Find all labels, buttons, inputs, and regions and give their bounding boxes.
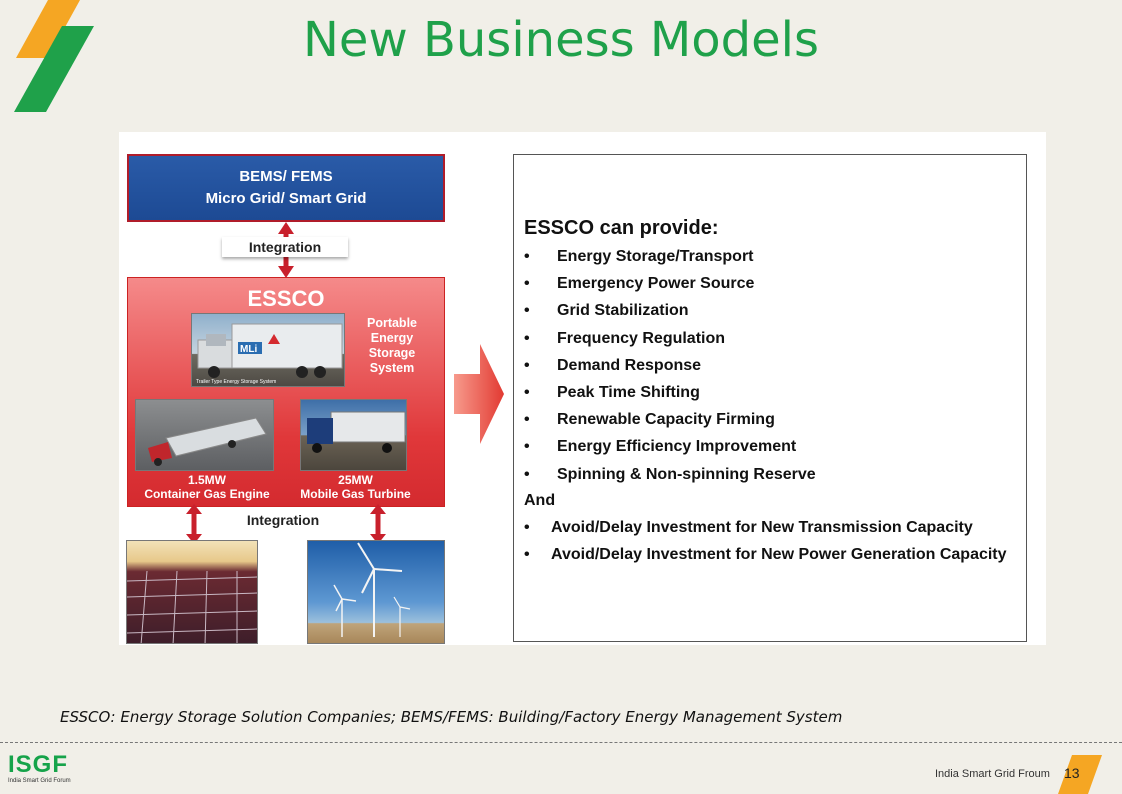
wind-turbine-icon: [333, 542, 411, 637]
footer-slash-icon: [1058, 755, 1102, 794]
and-label: And: [524, 491, 556, 509]
list-item-label: Renewable Capacity Firming: [557, 411, 775, 429]
turbine-type: Mobile Gas Turbine: [300, 487, 411, 501]
list-item: •Avoid/Delay Investment for New Transmis…: [524, 514, 1026, 541]
trailer-caption: Trailer Type Energy Storage System: [196, 379, 277, 385]
bems-line-2: Micro Grid/ Smart Grid: [205, 190, 367, 207]
essco-title: ESSCO: [247, 286, 325, 311]
wind-turbines-photo: [307, 540, 445, 644]
solar-array-icon: [127, 570, 257, 643]
essco-capabilities-box: ESSCO can provide: •Energy Storage/Trans…: [513, 154, 1027, 642]
isgf-slash-logo-icon: [14, 0, 94, 112]
list-item-label: Avoid/Delay Investment for New Power Gen…: [551, 546, 1007, 564]
slide-title: New Business Models: [303, 12, 819, 68]
container-truck-icon: [148, 417, 267, 466]
isgf-logo-text: ISGF: [8, 751, 69, 778]
list-item-label: Energy Storage/Transport: [557, 248, 754, 265]
mobile-gas-turbine-photo: [300, 399, 407, 471]
list-item: •Avoid/Delay Investment for New Power Ge…: [524, 541, 1026, 568]
list-item-label: Emergency Power Source: [557, 275, 755, 293]
container-capacity: 1.5MW: [187, 473, 226, 487]
essco-box: ESSCO MLi Trailer Type Energy Storage Sy…: [127, 277, 445, 507]
list-item-label: Grid Stabilization: [557, 302, 689, 320]
list-item: •Spinning & Non-spinning Reserve: [524, 461, 1026, 488]
list-item: •Demand Response: [524, 352, 1026, 379]
list-item: •Emergency Power Source: [524, 270, 1026, 297]
list-item: •Grid Stabilization: [524, 297, 1026, 324]
container-caption: 1.5MW Container Gas Engine: [134, 473, 280, 501]
container-gas-engine-photo: [135, 399, 274, 471]
list-item-label: Peak Time Shifting: [557, 384, 700, 402]
list-item-label: Frequency Regulation: [557, 329, 726, 347]
integration-right-arrow-icon: [370, 504, 386, 544]
isgf-logo: ISGF India Smart Grid Forum: [8, 751, 71, 785]
footer-divider: [0, 742, 1122, 743]
page-number: 13: [1064, 765, 1080, 781]
integration-bottom-label: Integration: [246, 512, 320, 528]
trailer-storage-photo: MLi Trailer Type Energy Storage System: [191, 313, 345, 387]
portable-storage-label: Portable Energy Storage System: [366, 316, 417, 375]
list-item: •Renewable Capacity Firming: [524, 406, 1026, 433]
essco-sub-items-list: •Avoid/Delay Investment for New Transmis…: [524, 514, 1026, 568]
essco-items-list: •Energy Storage/Transport •Emergency Pow…: [524, 243, 1026, 488]
bems-fems-box: BEMS/ FEMS Micro Grid/ Smart Grid: [127, 154, 445, 222]
list-item: •Peak Time Shifting: [524, 379, 1026, 406]
list-item-label: Energy Efficiency Improvement: [557, 438, 797, 456]
list-item-label: Avoid/Delay Investment for New Transmiss…: [551, 518, 973, 536]
solar-panels-photo: [126, 540, 258, 644]
integration-left-arrow-icon: [186, 504, 202, 544]
bems-line-1: BEMS/ FEMS: [239, 168, 333, 185]
diagram-panel: BEMS/ FEMS Micro Grid/ Smart Grid Integr…: [119, 132, 1046, 645]
svg-text:MLi: MLi: [240, 344, 257, 355]
turbine-truck-icon: [307, 411, 406, 453]
integration-top-label: Integration: [222, 237, 348, 257]
forum-name: India Smart Grid Froum: [935, 768, 1050, 780]
list-item: •Frequency Regulation: [524, 325, 1026, 352]
trailer-illustration-icon: MLi: [197, 323, 343, 378]
turbine-capacity: 25MW: [338, 473, 373, 487]
footnote: ESSCO: Energy Storage Solution Companies…: [60, 708, 843, 726]
list-item-label: Spinning & Non-spinning Reserve: [557, 465, 816, 483]
turbine-caption: 25MW Mobile Gas Turbine: [293, 473, 418, 501]
big-right-arrow-icon: [454, 344, 504, 444]
isgf-logo-subtitle: India Smart Grid Forum: [8, 778, 71, 784]
list-item: •Energy Efficiency Improvement: [524, 433, 1026, 460]
essco-list-heading: ESSCO can provide:: [524, 217, 719, 239]
container-type: Container Gas Engine: [144, 487, 270, 501]
list-item-label: Demand Response: [557, 356, 702, 374]
list-item: •Energy Storage/Transport: [524, 243, 1026, 270]
